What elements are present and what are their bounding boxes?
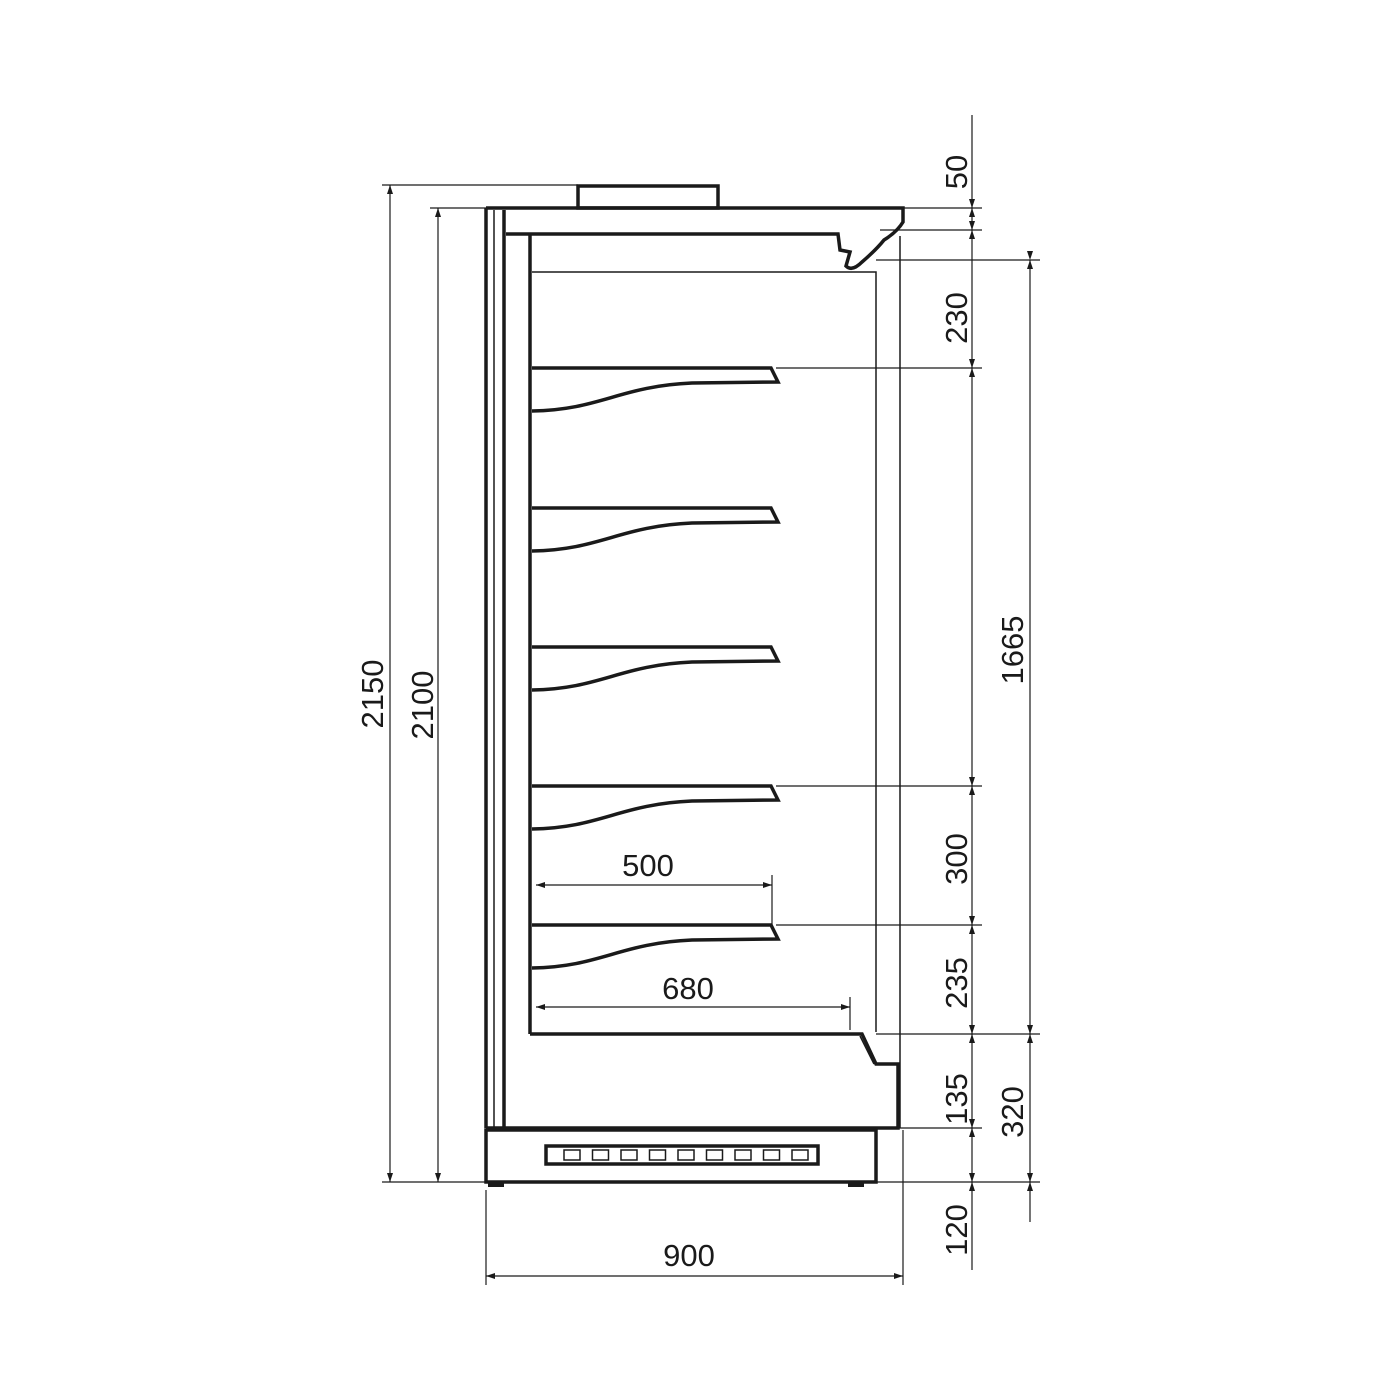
arrow-head xyxy=(1027,1034,1033,1043)
shelf-3 xyxy=(531,645,781,692)
foot-front xyxy=(848,1182,864,1187)
bottom-deck xyxy=(486,1032,900,1130)
shelf-2 xyxy=(531,506,781,553)
arrow-head xyxy=(969,1034,975,1043)
arrow-head xyxy=(1027,260,1033,269)
arrow-head xyxy=(969,916,975,925)
arrow-head xyxy=(763,882,772,888)
arrow-head xyxy=(1027,251,1033,260)
foot-rear xyxy=(488,1182,504,1187)
arrow-head xyxy=(536,1004,545,1010)
arrow-head xyxy=(969,208,975,217)
arrow-head xyxy=(969,199,975,208)
dimension-arrows xyxy=(387,185,1033,1279)
vent-grille xyxy=(544,1144,820,1166)
vent-slot xyxy=(791,1149,809,1161)
vent-grille-slots xyxy=(563,1149,809,1161)
vent-slot xyxy=(591,1149,610,1161)
dimension-lines xyxy=(382,115,1040,1285)
label-body-height: 2100 xyxy=(405,671,440,740)
deck-front-line xyxy=(859,1034,875,1065)
arrow-head xyxy=(969,1119,975,1128)
shelf-5 xyxy=(531,923,781,970)
label-shelf-gap: 300 xyxy=(939,833,974,885)
arrow-head xyxy=(969,1128,975,1137)
label-lower-gap: 235 xyxy=(939,957,974,1009)
arrow-head xyxy=(969,925,975,934)
label-front-height: 320 xyxy=(995,1086,1030,1138)
vent-slot xyxy=(762,1149,781,1161)
arrow-head xyxy=(435,1173,441,1182)
label-canopy: 230 xyxy=(939,292,974,344)
shelf-1 xyxy=(531,366,781,413)
arrow-head xyxy=(841,1004,850,1010)
arrow-head xyxy=(969,368,975,377)
arrow-head xyxy=(969,1025,975,1034)
arrow-head xyxy=(969,221,975,230)
arrow-head xyxy=(969,359,975,368)
top-unit xyxy=(576,184,720,210)
arrow-head xyxy=(969,777,975,786)
arrow-head xyxy=(969,1182,975,1191)
shelf-4 xyxy=(531,784,781,831)
arrow-head xyxy=(969,1173,975,1182)
air-duct xyxy=(532,271,877,1032)
label-total-height: 2150 xyxy=(355,660,390,729)
shelves xyxy=(531,366,781,970)
vent-slot xyxy=(705,1149,724,1161)
label-front-bumper: 135 xyxy=(939,1073,974,1125)
vent-slot xyxy=(734,1149,752,1161)
vent-slot xyxy=(563,1149,581,1161)
arrow-head xyxy=(387,1173,393,1182)
vent-slot xyxy=(648,1149,667,1161)
label-base-depth: 680 xyxy=(662,971,714,1006)
vent-slot xyxy=(677,1149,695,1161)
arrow-head xyxy=(387,185,393,194)
arrow-head xyxy=(1027,1182,1033,1191)
arrow-head xyxy=(435,208,441,217)
arrow-head xyxy=(969,786,975,795)
label-depth: 900 xyxy=(663,1238,715,1273)
label-display-height: 1665 xyxy=(995,616,1030,685)
cabinet-outline xyxy=(484,184,905,1187)
dimension-labels: 2150 2100 50 230 300 235 135 120 1665 32… xyxy=(355,155,1030,1273)
label-top-unit: 50 xyxy=(939,155,974,189)
label-shelf-depth: 500 xyxy=(622,848,674,883)
vent-slot xyxy=(620,1149,638,1161)
arrow-head xyxy=(486,1273,495,1279)
arrow-head xyxy=(1027,1025,1033,1034)
canopy xyxy=(486,206,905,270)
arrow-head xyxy=(536,882,545,888)
arrow-head xyxy=(1027,1173,1033,1182)
label-plinth: 120 xyxy=(939,1204,974,1256)
arrow-head xyxy=(969,230,975,239)
arrow-head xyxy=(894,1273,903,1279)
